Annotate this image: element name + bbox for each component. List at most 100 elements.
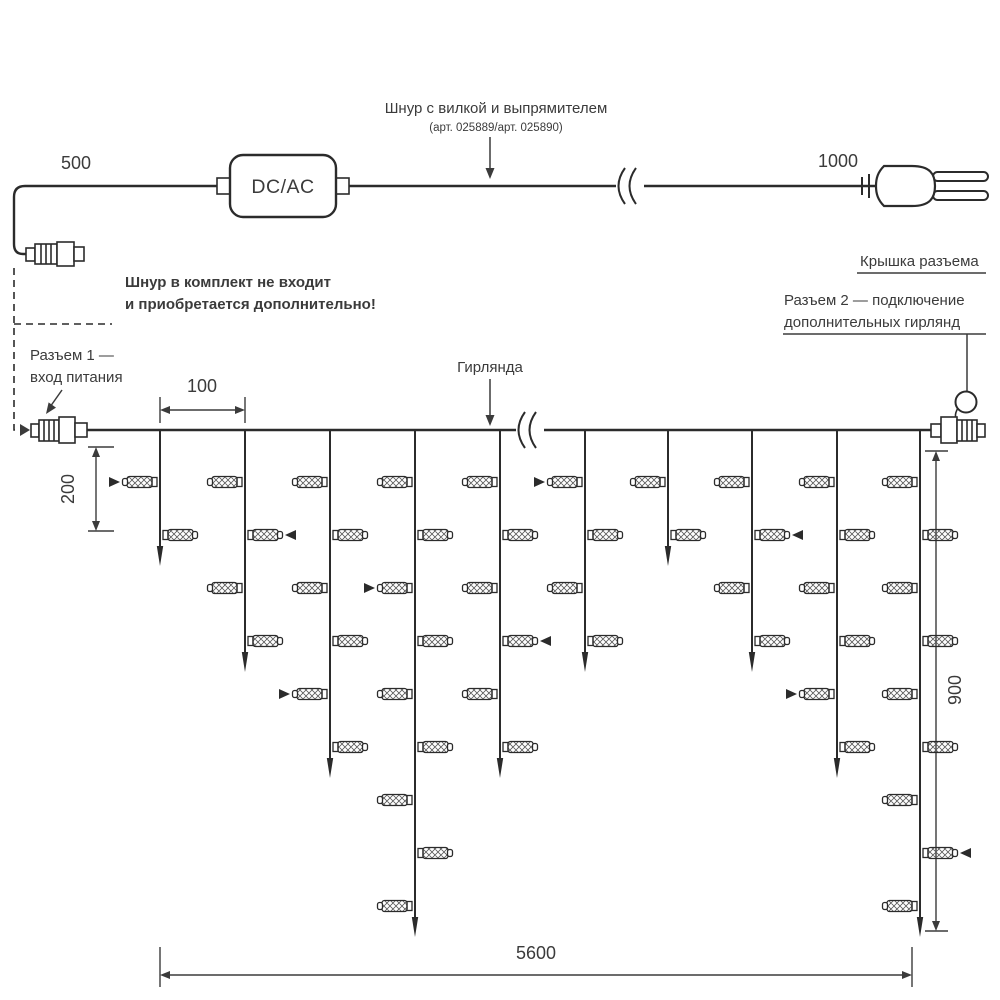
led-bulb-icon [754, 528, 803, 542]
icicle-drop-9 [786, 430, 876, 778]
drop-tip-icon [156, 546, 164, 566]
dimension-100: 100 [159, 376, 246, 423]
led-bulb-icon [206, 581, 243, 595]
led-bulb-icon [332, 740, 369, 754]
connector1-arrow-icon [46, 389, 63, 414]
dimension-200: 200 [58, 446, 114, 532]
led-bulb-icon [291, 475, 328, 489]
garland-wire-section [20, 390, 986, 449]
cord-title: Шнур с вилкой и выпрямителем [385, 100, 608, 117]
led-bulb-icon [786, 687, 835, 701]
icicle-drop-10 [881, 430, 971, 937]
icicle-drop-5 [461, 430, 551, 778]
dim-cord-right: 1000 [818, 151, 858, 171]
drop-tip-icon [581, 652, 589, 672]
flash-marker-icon [279, 689, 290, 699]
led-bulb-icon [546, 581, 583, 595]
icicle-drop-1 [109, 430, 199, 566]
led-bulb-icon [461, 687, 498, 701]
led-bulb-icon [922, 528, 959, 542]
flash-marker-icon [960, 848, 971, 858]
icicle-drop-6 [534, 430, 624, 672]
led-bulb-icon [881, 687, 918, 701]
connector2-label-line2: дополнительных гирлянд [784, 314, 960, 331]
led-bulb-icon [332, 528, 369, 542]
icicle-drop-2 [206, 430, 296, 672]
drop-tip-icon [241, 652, 249, 672]
drop-tip-icon [664, 546, 672, 566]
mains-plug-icon [861, 164, 989, 208]
led-bulb-icon [587, 634, 624, 648]
led-bulb-icon [881, 793, 918, 807]
drop-tip-icon [833, 758, 841, 778]
led-bulb-icon [502, 740, 539, 754]
led-bulb-icon [754, 634, 791, 648]
flash-marker-icon [792, 530, 803, 540]
led-bulb-icon [839, 634, 876, 648]
led-bulb-icon [417, 846, 454, 860]
dim-drop-spacing: 100 [187, 376, 217, 396]
led-bulb-icon [461, 475, 498, 489]
led-bulb-icon [417, 740, 454, 754]
led-bulb-icon [279, 687, 328, 701]
drop-tip-icon [326, 758, 334, 778]
dim-total-length: 5600 [516, 943, 556, 963]
led-bulb-icon [881, 581, 918, 595]
connector2-label-line1: Разъем 2 — подключение [784, 292, 965, 309]
led-bulb-icon [417, 528, 454, 542]
led-bulb-icon [881, 475, 918, 489]
led-bulb-icon [461, 581, 498, 595]
garland-input-connector-icon [30, 416, 88, 444]
cap-label: Крышка разъема [860, 253, 979, 270]
garland-break-icon [517, 411, 537, 449]
flash-marker-icon [786, 689, 797, 699]
icicle-drop-7 [629, 430, 707, 566]
led-bulb-icon [332, 634, 369, 648]
icicle-drops [109, 430, 971, 937]
led-bulb-icon [376, 899, 413, 913]
garland-labels: Разъем 1 — вход питания Гирлянда Крышка … [30, 253, 986, 426]
led-bulb-icon [839, 740, 876, 754]
flash-marker-icon [285, 530, 296, 540]
cord-subtitle: (арт. 025889/арт. 025890) [429, 122, 563, 134]
garland-label: Гирлянда [457, 359, 523, 376]
led-bulb-icon [364, 581, 413, 595]
led-bulb-icon [922, 740, 959, 754]
led-bulb-icon [798, 581, 835, 595]
led-bulb-icon [502, 528, 539, 542]
led-bulb-icon [206, 475, 243, 489]
input-arrow-icon [20, 424, 30, 436]
dimension-5600: 5600 [159, 943, 913, 987]
led-bulb-icon [376, 793, 413, 807]
drop-tip-icon [748, 652, 756, 672]
cord-title-arrow-icon [485, 137, 495, 179]
led-bulb-icon [291, 581, 328, 595]
dim-max-drop: 900 [945, 675, 965, 705]
led-bulb-icon [922, 634, 959, 648]
dc-connector-icon [25, 241, 85, 267]
led-bulb-icon [247, 634, 284, 648]
led-bulb-icon [839, 528, 876, 542]
connector1-label-line2: вход питания [30, 369, 123, 386]
led-bulb-icon [881, 899, 918, 913]
led-bulb-icon [670, 528, 707, 542]
led-bulb-icon [417, 634, 454, 648]
led-bulb-icon [629, 475, 666, 489]
led-bulb-icon [798, 475, 835, 489]
led-bulb-icon [713, 475, 750, 489]
drop-tip-icon [411, 917, 419, 937]
cable-break-icon [617, 167, 637, 205]
flash-marker-icon [364, 583, 375, 593]
connector1-label-line1: Разъем 1 — [30, 347, 114, 364]
led-bulb-icon [534, 475, 583, 489]
led-bulb-icon [109, 475, 158, 489]
led-bulb-icon [713, 581, 750, 595]
note-line1: Шнур в комплект не входит [125, 274, 331, 291]
led-bulb-icon [587, 528, 624, 542]
icicle-drop-4 [364, 430, 454, 937]
led-bulb-icon [162, 528, 199, 542]
drop-tip-icon [916, 917, 924, 937]
power-cord-section: Шнур с вилкой и выпрямителем (арт. 02588… [12, 100, 989, 431]
led-bulb-icon [376, 475, 413, 489]
